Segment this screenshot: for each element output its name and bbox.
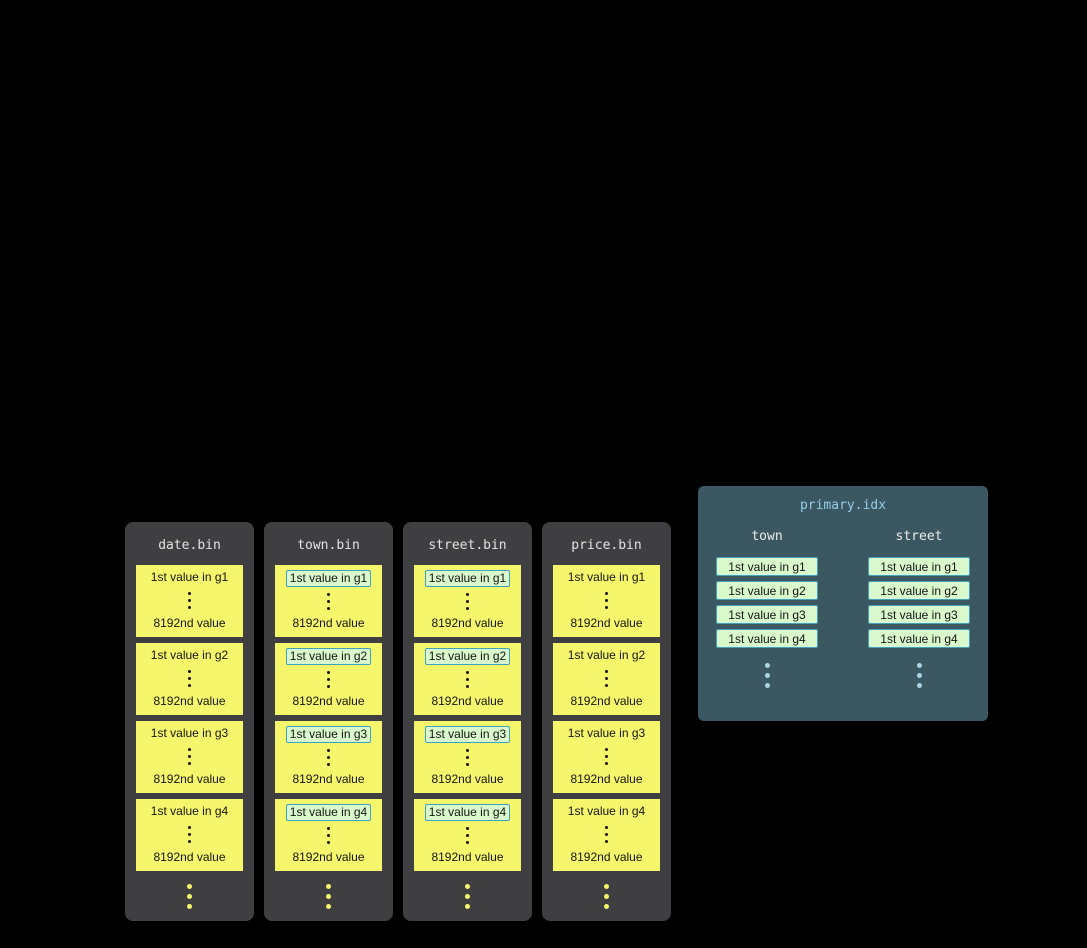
granule-first-value: 1st value in g1	[150, 570, 229, 584]
granule-block: 1st value in g3 8192nd value	[553, 721, 660, 793]
granule-first-value: 1st value in g3	[567, 726, 646, 740]
ellipsis-icon	[605, 826, 608, 843]
granule-last-value: 8192nd value	[570, 616, 643, 630]
ellipsis-icon	[605, 592, 608, 609]
granule-last-value: 8192nd value	[431, 850, 504, 864]
granule-block: 1st value in g4 8192nd value	[414, 799, 521, 871]
index-entry: 1st value in g2	[716, 581, 818, 600]
ellipsis-icon	[466, 827, 469, 844]
ellipsis-icon	[605, 670, 608, 687]
bin-file-title: street.bin	[428, 537, 507, 553]
granule-list: 1st value in g1 8192nd value 1st value i…	[136, 565, 243, 871]
primary-index-title: primary.idx	[799, 498, 887, 513]
index-entry: 1st value in g1	[716, 557, 818, 576]
granule-block: 1st value in g2 8192nd value	[553, 643, 660, 715]
granule-last-value: 8192nd value	[153, 772, 226, 786]
granule-first-value-indexed: 1st value in g1	[424, 570, 511, 587]
granule-first-value: 1st value in g4	[567, 804, 646, 818]
more-entries-ellipsis-icon	[764, 663, 770, 688]
granule-block: 1st value in g1 8192nd value	[553, 565, 660, 637]
index-entry: 1st value in g2	[868, 581, 970, 600]
ellipsis-icon	[466, 671, 469, 688]
more-granules-ellipsis-icon	[326, 884, 331, 909]
more-granules-ellipsis-icon	[604, 884, 609, 909]
ellipsis-icon	[605, 748, 608, 765]
ellipsis-icon	[188, 592, 191, 609]
granule-block: 1st value in g1 8192nd value	[136, 565, 243, 637]
bin-file-title: town.bin	[297, 537, 360, 553]
granule-block: 1st value in g3 8192nd value	[275, 721, 382, 793]
index-entry: 1st value in g3	[868, 605, 970, 624]
granule-last-value: 8192nd value	[153, 694, 226, 708]
granule-first-value-indexed: 1st value in g1	[285, 570, 372, 587]
granule-first-value: 1st value in g2	[567, 648, 646, 662]
ellipsis-icon	[188, 826, 191, 843]
granule-block: 1st value in g1 8192nd value	[275, 565, 382, 637]
granule-last-value: 8192nd value	[153, 616, 226, 630]
ellipsis-icon	[188, 748, 191, 765]
granule-last-value: 8192nd value	[292, 694, 365, 708]
granule-last-value: 8192nd value	[570, 694, 643, 708]
index-column-header: street	[895, 529, 943, 544]
granule-first-value: 1st value in g3	[150, 726, 229, 740]
index-column-street: street 1st value in g1 1st value in g2 1…	[868, 529, 970, 688]
bin-file-title: price.bin	[571, 537, 642, 553]
granule-last-value: 8192nd value	[292, 616, 365, 630]
granule-last-value: 8192nd value	[292, 772, 365, 786]
granule-first-value-indexed: 1st value in g2	[285, 648, 372, 665]
granule-last-value: 8192nd value	[570, 850, 643, 864]
granule-first-value: 1st value in g1	[567, 570, 646, 584]
granule-last-value: 8192nd value	[431, 616, 504, 630]
granule-block: 1st value in g1 8192nd value	[414, 565, 521, 637]
ellipsis-icon	[327, 593, 330, 610]
granule-list: 1st value in g1 8192nd value 1st value i…	[553, 565, 660, 871]
granule-block: 1st value in g2 8192nd value	[275, 643, 382, 715]
more-entries-ellipsis-icon	[916, 663, 922, 688]
granule-block: 1st value in g4 8192nd value	[275, 799, 382, 871]
granule-first-value-indexed: 1st value in g3	[285, 726, 372, 743]
ellipsis-icon	[188, 670, 191, 687]
granule-first-value: 1st value in g4	[150, 804, 229, 818]
granule-last-value: 8192nd value	[431, 772, 504, 786]
granule-first-value-indexed: 1st value in g4	[285, 804, 372, 821]
granule-block: 1st value in g2 8192nd value	[136, 643, 243, 715]
bin-file-panel-town: town.bin 1st value in g1 8192nd value 1s…	[264, 522, 393, 921]
ellipsis-icon	[466, 593, 469, 610]
index-column-town: town 1st value in g1 1st value in g2 1st…	[716, 529, 818, 688]
ellipsis-icon	[327, 749, 330, 766]
granule-last-value: 8192nd value	[431, 694, 504, 708]
primary-index-columns: town 1st value in g1 1st value in g2 1st…	[716, 529, 970, 688]
primary-index-panel: primary.idx town 1st value in g1 1st val…	[698, 486, 988, 721]
granule-block: 1st value in g4 8192nd value	[136, 799, 243, 871]
granule-first-value-indexed: 1st value in g2	[424, 648, 511, 665]
bin-file-panel-price: price.bin 1st value in g1 8192nd value 1…	[542, 522, 671, 921]
index-entry: 1st value in g3	[716, 605, 818, 624]
bin-file-panel-date: date.bin 1st value in g1 8192nd value 1s…	[125, 522, 254, 921]
granule-block: 1st value in g4 8192nd value	[553, 799, 660, 871]
granule-last-value: 8192nd value	[292, 850, 365, 864]
index-entry: 1st value in g4	[716, 629, 818, 648]
index-entry: 1st value in g4	[868, 629, 970, 648]
bin-file-title: date.bin	[158, 537, 221, 553]
granule-last-value: 8192nd value	[570, 772, 643, 786]
more-granules-ellipsis-icon	[187, 884, 192, 909]
granule-first-value-indexed: 1st value in g4	[424, 804, 511, 821]
index-entry: 1st value in g1	[868, 557, 970, 576]
more-granules-ellipsis-icon	[465, 884, 470, 909]
granule-block: 1st value in g3 8192nd value	[414, 721, 521, 793]
ellipsis-icon	[327, 671, 330, 688]
ellipsis-icon	[466, 749, 469, 766]
ellipsis-icon	[327, 827, 330, 844]
granule-first-value: 1st value in g2	[150, 648, 229, 662]
granule-list: 1st value in g1 8192nd value 1st value i…	[414, 565, 521, 871]
granule-first-value-indexed: 1st value in g3	[424, 726, 511, 743]
granule-list: 1st value in g1 8192nd value 1st value i…	[275, 565, 382, 871]
granule-block: 1st value in g2 8192nd value	[414, 643, 521, 715]
index-column-header: town	[751, 529, 783, 544]
bin-files-row: date.bin 1st value in g1 8192nd value 1s…	[125, 522, 671, 921]
granule-last-value: 8192nd value	[153, 850, 226, 864]
bin-file-panel-street: street.bin 1st value in g1 8192nd value …	[403, 522, 532, 921]
granule-block: 1st value in g3 8192nd value	[136, 721, 243, 793]
